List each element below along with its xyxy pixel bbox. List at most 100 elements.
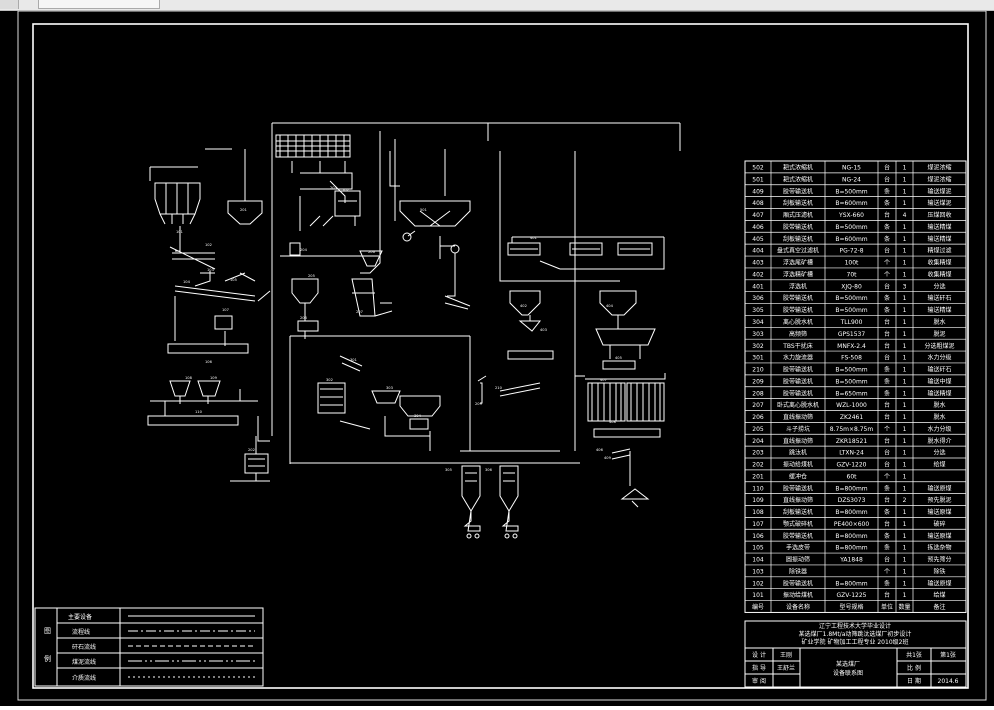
table-cell: B=500mm — [835, 295, 867, 302]
table-cell: TBS干扰床 — [782, 342, 813, 350]
table-cell: 收集精煤 — [927, 259, 951, 267]
table-cell: 207 — [752, 402, 764, 409]
table-cell: 胶带输送机 — [783, 366, 813, 374]
table-cell: 条 — [884, 544, 890, 552]
table-cell: DZS3073 — [838, 497, 866, 504]
table-cell: 刮板输送机 — [783, 199, 813, 207]
table-cell: 条 — [884, 294, 890, 302]
table-cell: B=800mm — [835, 533, 867, 540]
equipment-tag: 301 — [350, 358, 357, 362]
table-cell: 离心脱水机 — [783, 318, 813, 326]
table-cell: 106 — [752, 533, 764, 540]
table-cell: 102 — [752, 580, 764, 587]
table-cell: LTXN-24 — [839, 450, 864, 457]
table-cell: 305 — [752, 307, 764, 314]
table-cell: 1 — [903, 568, 907, 575]
table-cell: 1 — [903, 402, 907, 409]
flowsheet — [147, 122, 681, 539]
table-cell: 406 — [752, 224, 764, 231]
equipment-tag: 109 — [210, 376, 218, 380]
equipment-tag: 101 — [176, 230, 183, 234]
table-cell: 台 — [884, 556, 890, 564]
equipment-tag: 108 — [185, 376, 193, 380]
table-cell: 条 — [884, 484, 890, 492]
table-cell: 压煤回收 — [927, 211, 951, 219]
table-cell: 预先筛分 — [927, 556, 951, 564]
legend-side-label: 图 — [44, 627, 51, 635]
equipment-tag: 404 — [606, 304, 614, 308]
table-cell: 颚式破碎机 — [783, 520, 813, 528]
table-header-cell: 单位 — [881, 603, 893, 611]
table-header-cell: 设备名称 — [786, 603, 810, 611]
toolbar-button[interactable] — [0, 0, 19, 9]
table-cell: 100t — [845, 260, 859, 267]
table-cell: 1 — [903, 485, 907, 492]
table-cell: 水力旋流器 — [783, 354, 813, 362]
table-cell: B=500mm — [835, 378, 867, 385]
table-cell: 条 — [884, 306, 890, 314]
table-header-cell: 备注 — [933, 603, 945, 611]
equipment-tag: 302 — [326, 378, 333, 382]
legend-item-label: 矸石流线 — [72, 643, 96, 651]
table-cell: 台 — [884, 401, 890, 409]
person-name: 王舒兰 — [777, 664, 795, 672]
legend-item-label: 煤泥流线 — [72, 658, 96, 666]
table-cell: 耙式浓缩机 — [783, 164, 813, 172]
table-cell: 1 — [903, 378, 907, 385]
table-cell: ZK2461 — [840, 414, 863, 421]
table-cell: 破碎 — [933, 520, 945, 528]
table-cell: 煤泥浓缩 — [927, 175, 951, 183]
table-cell: 个 — [884, 426, 890, 433]
table-header-cell: 数量 — [898, 603, 910, 611]
equipment-tag: 406 — [596, 448, 604, 452]
table-cell: 厢式压滤机 — [783, 211, 813, 219]
table-cell: PG-72-8 — [839, 248, 863, 255]
table-cell: 水力分级 — [927, 354, 951, 362]
drawing-canvas[interactable]: 图 例 主要设备 流程线 矸石流线 煤泥流线 介质流线 辽宁工程技术大学毕业设计… — [0, 10, 994, 706]
equipment-tag: 107 — [222, 308, 229, 312]
table-cell: 分选 — [933, 282, 945, 290]
table-cell: 条 — [884, 187, 890, 195]
table-cell: 手选皮带 — [786, 544, 810, 552]
table-cell: 1 — [903, 414, 907, 421]
table-cell: 1 — [903, 545, 907, 552]
person-name: 王刚 — [780, 651, 792, 659]
table-cell: 1 — [903, 236, 907, 243]
title-block: 辽宁工程技术大学毕业设计 某选煤厂1.8Mt/a动筛跳汰选煤厂初步设计 矿业学院… — [744, 620, 967, 688]
table-cell: 条 — [884, 389, 890, 397]
table-cell: 101 — [752, 592, 764, 599]
school-title: 辽宁工程技术大学毕业设计 — [819, 622, 891, 630]
equipment-tag: 208 — [300, 316, 308, 320]
table-cell: 1 — [903, 450, 907, 457]
table-cell: 直线振动筛 — [783, 437, 813, 445]
table-cell: 1 — [903, 521, 907, 528]
table-cell: 圆振动筛 — [786, 556, 810, 564]
table-cell: 刮板输送机 — [783, 235, 813, 243]
table-cell: 1 — [903, 557, 907, 564]
table-cell: 204 — [752, 438, 764, 445]
equipment-tag: 209 — [475, 402, 483, 406]
table-cell: 斗子捞坑 — [786, 425, 810, 433]
table-cell: GZV-1220 — [837, 462, 867, 469]
table-cell: B=800mm — [835, 485, 867, 492]
table-cell: 3 — [903, 283, 907, 290]
table-cell: 直线振动筛 — [783, 496, 813, 504]
table-cell: 输送煤泥 — [927, 187, 951, 195]
outer-border — [17, 10, 987, 701]
sheet-number: 第1张 — [940, 651, 956, 659]
table-cell: 脱水得介 — [927, 437, 951, 445]
document-tab[interactable] — [38, 0, 160, 9]
table-cell: 1 — [903, 331, 907, 338]
table-cell: 408 — [752, 200, 764, 207]
table-cell: 110 — [752, 485, 764, 492]
table-cell: 502 — [752, 165, 764, 172]
table-cell: 105 — [752, 545, 764, 552]
equipment-tag: 206 — [368, 250, 376, 254]
equipment-tag: 501 — [420, 208, 427, 212]
equipment-tag: 205 — [308, 274, 315, 278]
equipment-tag: 202 — [248, 448, 255, 452]
table-cell: 煤泥浓缩 — [927, 164, 951, 172]
drawing-title: 某选煤厂 — [836, 660, 860, 668]
role-label: 设 计 — [752, 651, 766, 659]
table-cell: 1 — [903, 224, 907, 231]
